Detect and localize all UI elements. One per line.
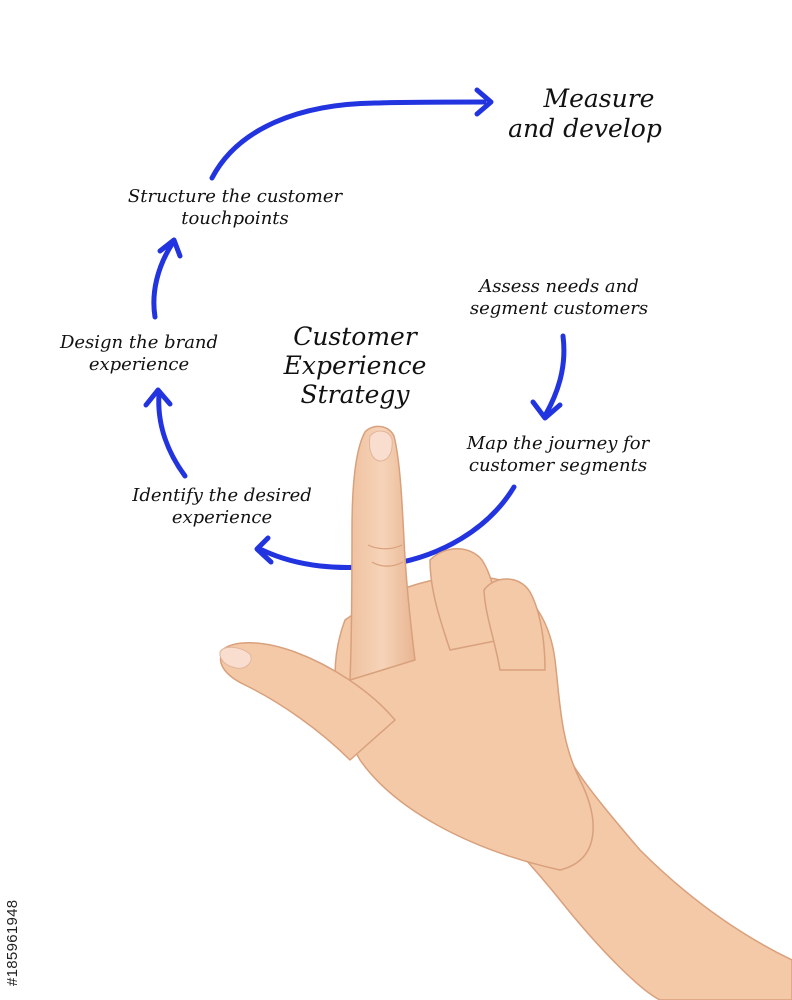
step-measure-line-1: Measure [543,84,655,113]
step-assess-needs: Assess needs and segment customers [434,276,684,319]
step-measure-line-2: and develop [508,113,662,143]
arrow-structure-to-measure [209,99,487,181]
step-assess-line-1: Assess needs and [479,276,639,297]
hand-crease-1 [367,544,403,550]
step-assess-line-2: segment customers [469,297,649,319]
center-title-line-2: Experience [283,351,427,380]
center-title: Customer Experience Strategy [255,322,455,409]
image-id-label: #185961948 [4,899,21,986]
arrowhead-map-to-identify [254,535,274,565]
arrow-identify-to-design [156,391,188,479]
step-design-brand: Design the brand experience [24,332,254,375]
arrow-assess-to-map [543,333,567,417]
arrowhead-design-to-structure [157,237,183,259]
step-identify-line-1: Identify the desired [132,485,312,506]
arrowhead-assess-to-map [530,399,563,421]
step-design-line-1: Design the brand [59,332,219,353]
step-map-journey: Map the journey for customer segments [428,433,688,476]
step-structure-line-2: touchpoints [181,207,289,229]
step-measure-and-develop: Measure and develop [470,84,700,143]
arrowhead-structure-to-measure [474,87,494,117]
step-identify-line-2: experience [171,506,273,528]
hand-crease-2 [371,561,404,567]
step-structure-line-1: Structure the customer [127,186,343,207]
step-design-line-2: experience [88,353,190,375]
hand-thumbnail [219,646,252,669]
hand-finger-ring [483,578,546,671]
center-title-line-1: Customer [293,322,417,351]
hand-thumb [219,642,396,761]
arrowhead-identify-to-design [143,387,173,408]
hand-fingernail [369,430,393,462]
hand-index-finger [349,425,416,681]
arrow-design-to-structure [151,241,175,320]
step-map-line-1: Map the journey for [466,433,650,454]
step-identify-experience: Identify the desired experience [92,485,352,528]
center-title-line-3: Strategy [300,380,410,409]
step-map-line-2: customer segments [468,454,648,476]
step-structure-touchpoints: Structure the customer touchpoints [90,186,380,229]
